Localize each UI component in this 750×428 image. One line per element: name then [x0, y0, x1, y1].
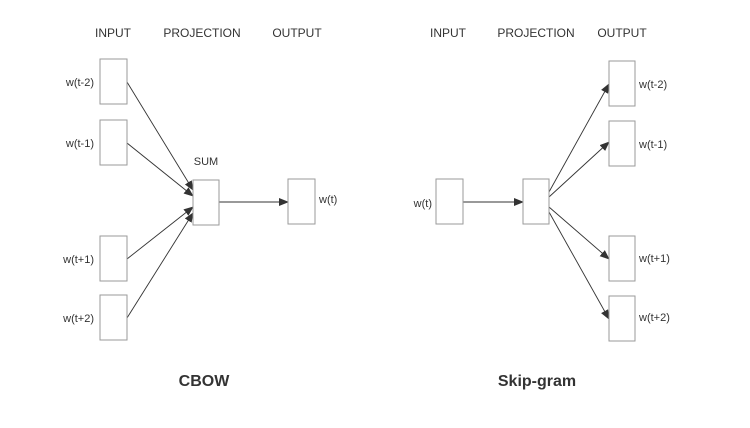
- cbow-output-header: OUTPUT: [272, 26, 322, 40]
- skipgram-output-header: OUTPUT: [597, 26, 647, 40]
- skipgram-output-node-w-t-minus-1: [608, 120, 636, 167]
- skipgram-title: Skip-gram: [498, 373, 576, 390]
- skipgram-output-node-w-t-plus-1: [608, 235, 636, 282]
- cbow-input-node-w-t-plus-1: [99, 235, 128, 282]
- cbow-input-label: w(t-1): [65, 138, 94, 150]
- cbow-projection-node: [192, 179, 220, 226]
- skipgram-output-label: w(t-2): [638, 79, 667, 91]
- skipgram-output-label: w(t+2): [638, 312, 670, 324]
- cbow-output-label: w(t): [318, 194, 337, 206]
- cbow-panel: INPUT PROJECTION OUTPUT w(t-2) w(t-1) w(…: [62, 26, 337, 390]
- cbow-input-node-w-t-minus-2: [99, 58, 128, 105]
- skipgram-output-label: w(t-1): [638, 139, 667, 151]
- skipgram-output-node-w-t-minus-2: [608, 60, 636, 107]
- cbow-edge-w-t-minus-1: [126, 142, 194, 197]
- cbow-edge-w-t-plus-1: [126, 206, 194, 260]
- skipgram-projection-header: PROJECTION: [497, 26, 574, 40]
- skipgram-edge-w-t-plus-1: [548, 206, 610, 260]
- cbow-input-label: w(t-2): [65, 77, 94, 89]
- skipgram-input-node: [435, 178, 464, 225]
- cbow-input-node-w-t-minus-1: [99, 119, 128, 166]
- skipgram-projection-node: [522, 178, 550, 225]
- skipgram-input-label: w(t): [413, 198, 432, 210]
- skipgram-panel: INPUT PROJECTION OUTPUT w(t) w(t-2) w(t-…: [413, 26, 670, 390]
- skipgram-edge-w-t-minus-2: [548, 83, 610, 193]
- skipgram-output-label: w(t+1): [638, 253, 670, 265]
- skipgram-edge-w-t-minus-1: [548, 141, 610, 198]
- cbow-input-header: INPUT: [95, 26, 132, 40]
- skipgram-output-node-w-t-plus-2: [608, 295, 636, 342]
- skipgram-edge-w-t-plus-2: [548, 211, 610, 320]
- cbow-title: CBOW: [179, 373, 231, 390]
- cbow-output-node: [287, 178, 316, 225]
- cbow-input-label: w(t+2): [62, 313, 94, 325]
- cbow-input-node-w-t-plus-2: [99, 294, 128, 341]
- cbow-input-label: w(t+1): [62, 254, 94, 266]
- cbow-edge-w-t-minus-2: [126, 81, 194, 191]
- cbow-edge-w-t-plus-2: [126, 212, 194, 319]
- cbow-sum-label: SUM: [194, 156, 218, 168]
- skipgram-input-header: INPUT: [430, 26, 467, 40]
- cbow-projection-header: PROJECTION: [163, 26, 240, 40]
